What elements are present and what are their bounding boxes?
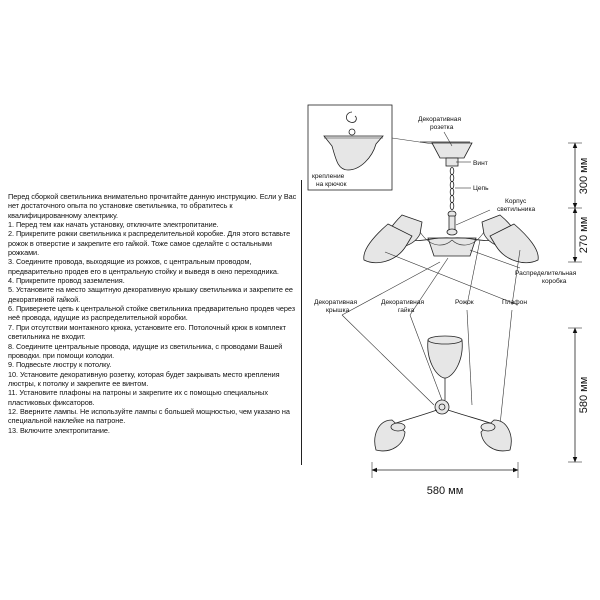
label-box-line-1: Распределительная	[515, 270, 577, 277]
instruction-step-2: 2. Прикрепите рожки светильника к распре…	[8, 229, 291, 258]
top-view-chandelier	[374, 335, 512, 452]
label-body-line-2: светильника	[497, 206, 536, 213]
chain	[449, 166, 455, 210]
leader-rosette	[443, 131, 453, 147]
instruction-step-10: 10. Установите декоративную розетку, кот…	[8, 369, 280, 388]
leader-body	[455, 209, 491, 226]
instruction-step-6: 6. Привернете цепь к центральной стойке …	[8, 304, 296, 323]
leader-nut	[409, 257, 449, 316]
instruction-step-11: 11. Установите плафоны на патроны и закр…	[8, 388, 268, 407]
instruction-step-7: 7. При отсутствии монтажного крюка, уста…	[8, 322, 286, 342]
label-inset-line-2: на крючок	[316, 181, 347, 188]
instruction-step-8: 8. Соедините центральные провода, идущие…	[8, 341, 283, 360]
label-box-line-2: коробка	[542, 277, 567, 285]
label-cover-line-2: крышка	[326, 307, 350, 314]
instructions-intro: Перед сборкой светильника внимательно пр…	[8, 192, 297, 220]
instruction-step-1: 1. Перед тем как начать установку, отклю…	[8, 220, 219, 230]
instruction-step-13: 13. Включите электропитание.	[8, 425, 110, 435]
separator-line	[301, 180, 302, 465]
label-rosette-line-1: Декоративная	[418, 116, 461, 123]
leader-arm	[466, 239, 481, 306]
label-chain: Цепь	[473, 185, 489, 192]
label-nut-line-1: Декоративная	[381, 299, 424, 306]
inset-hook-detail	[307, 104, 393, 191]
instruction-step-4: 4. Прикрепите провод заземления.	[8, 276, 125, 286]
instructions-text: Перед сборкой светильника внимательно пр…	[8, 192, 298, 435]
leader-arm-bottom	[466, 309, 473, 406]
instruction-step-3: 3. Соедините провода, выходящие из рожко…	[8, 257, 279, 276]
leader-shade-bottom	[499, 309, 513, 426]
leader-cover	[341, 261, 441, 316]
label-screw: Винт	[473, 160, 488, 167]
label-cover-line-1: Декоративная	[314, 299, 357, 306]
instruction-step-5: 5. Установите на место защитную декорати…	[8, 285, 293, 304]
label-nut-line-2: гайка	[398, 306, 415, 314]
leader-cover-bottom	[341, 314, 435, 406]
dimension-middle-label: 270 мм	[578, 217, 590, 254]
label-arm: Рожок	[455, 299, 474, 306]
leader-box	[469, 249, 521, 269]
label-inset-line-1: крепление	[312, 173, 345, 180]
leader-shade	[511, 249, 521, 306]
instruction-step-9: 9. Подвесьте люстру к потолку.	[8, 360, 112, 370]
label-body-line-1: Корпус	[505, 198, 527, 205]
dimension-bottom-label: 580 мм	[427, 485, 464, 497]
dimension-lines	[371, 142, 582, 478]
dimension-top-label: 300 мм	[578, 158, 590, 195]
label-rosette-line-2: розетка	[430, 124, 454, 131]
leader-shade-left	[384, 251, 519, 306]
instruction-step-12: 12. Вверните лампы. Не используйте лампы…	[8, 406, 290, 426]
distribution-box	[427, 237, 477, 257]
dimension-side-label: 580 мм	[578, 377, 590, 414]
rosette-cup	[431, 142, 473, 167]
shade-right-front	[489, 223, 539, 263]
leader-nut-bottom	[409, 314, 446, 409]
label-shade: Плафон	[502, 299, 527, 306]
shade-left-front	[363, 223, 413, 263]
